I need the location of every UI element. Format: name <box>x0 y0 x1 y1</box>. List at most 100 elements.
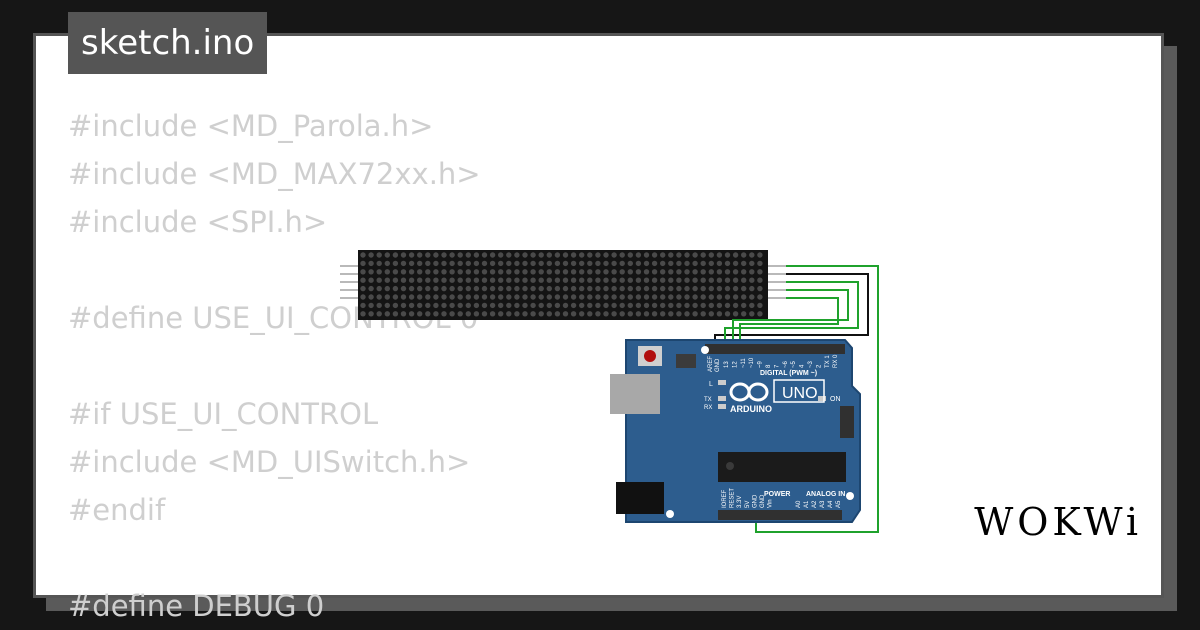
led-dot <box>611 277 617 283</box>
led-dot <box>400 294 407 300</box>
led-dot <box>376 260 382 267</box>
led-dot <box>522 285 528 292</box>
led-dot <box>376 252 382 258</box>
led-dot <box>368 269 374 275</box>
usb-connector <box>610 374 660 414</box>
code-line <box>68 534 481 582</box>
led-dot <box>489 311 496 317</box>
led-dot <box>384 302 390 309</box>
pin-label: A3 <box>820 500 826 508</box>
led-dot <box>384 285 390 292</box>
code-preview: #include <MD_Parola.h>#include <MD_MAX72… <box>68 102 481 630</box>
led-dot <box>579 260 585 267</box>
led-dot <box>635 252 642 258</box>
led-dot <box>408 294 415 300</box>
led-dot <box>700 285 706 292</box>
led-dot <box>360 260 366 267</box>
led-dot <box>668 294 674 300</box>
led-dot <box>708 252 714 258</box>
led-dot <box>538 260 544 267</box>
led-dot <box>651 302 658 309</box>
led-dot <box>400 311 407 317</box>
led-dot <box>635 277 642 283</box>
pin-label: ~3 <box>808 360 814 368</box>
board-model-label: UNO <box>782 385 818 402</box>
led-dot <box>546 269 552 275</box>
led-dot <box>376 277 382 283</box>
led-dot <box>716 269 723 275</box>
led-dot <box>692 294 698 300</box>
led-dot <box>692 269 698 275</box>
led-dot <box>562 260 569 267</box>
wokwi-logo: WOKWi <box>974 500 1142 544</box>
led-dot <box>465 277 471 283</box>
led-dot <box>408 269 415 275</box>
led-dot <box>595 302 601 309</box>
led-dot <box>554 294 561 300</box>
led-dot <box>619 294 625 300</box>
led-dot <box>498 294 504 300</box>
led-dot <box>619 302 625 309</box>
led-dot <box>603 302 609 309</box>
led-dot <box>546 311 552 317</box>
led-dot <box>603 252 609 258</box>
led-dot <box>627 285 633 292</box>
code-line: #include <MD_Parola.h> <box>68 109 434 143</box>
led-dot <box>611 302 617 309</box>
led-dot <box>643 269 650 275</box>
pin-label: GND <box>752 494 758 508</box>
led-dot <box>376 302 382 309</box>
led-dot <box>676 269 682 275</box>
led-dot <box>708 260 714 267</box>
circuit-diagram: UNO ARDUINO DIGITAL (PWM ~) POWER ANALOG… <box>340 250 879 533</box>
led-dot <box>676 294 682 300</box>
led-dot <box>481 302 488 309</box>
led-dot <box>579 302 585 309</box>
led-dot <box>506 302 512 309</box>
led-dot <box>481 252 488 258</box>
led-dot <box>546 277 552 283</box>
led-dot <box>684 302 690 309</box>
led-dot <box>498 277 504 283</box>
led-dot <box>554 285 561 292</box>
led-dot <box>522 294 528 300</box>
led-dot <box>498 269 504 275</box>
led-dot <box>643 277 650 283</box>
led-dot <box>449 285 455 292</box>
led-dot <box>376 311 382 317</box>
led-dot <box>635 311 642 317</box>
led-dot <box>433 269 439 275</box>
led-dot <box>506 252 512 258</box>
led-dot <box>384 269 390 275</box>
led-dot <box>587 311 593 317</box>
led-dot <box>514 294 520 300</box>
digital-label: DIGITAL (PWM ~) <box>760 370 817 377</box>
arduino-uno-board[interactable]: UNO ARDUINO DIGITAL (PWM ~) POWER ANALOG… <box>610 339 861 523</box>
led-dot <box>457 277 463 283</box>
led-dot <box>554 277 561 283</box>
led-dot <box>587 269 593 275</box>
file-tab[interactable]: sketch.ino <box>68 12 268 74</box>
led-matrix[interactable] <box>358 250 768 320</box>
led-dot <box>522 277 528 283</box>
led-dot <box>530 260 536 267</box>
led-dot <box>522 252 528 258</box>
led-dot <box>651 252 658 258</box>
led-dot <box>530 294 536 300</box>
led-dot <box>433 294 439 300</box>
led-dot <box>417 294 423 300</box>
pin-label: 8 <box>766 364 772 368</box>
led-dot <box>635 302 642 309</box>
led-dot <box>498 285 504 292</box>
led-dot <box>611 269 617 275</box>
led-dot <box>514 269 520 275</box>
led-dot <box>660 294 666 300</box>
board-brand-label: ARDUINO <box>730 404 772 414</box>
led-dot <box>425 252 431 258</box>
led-dot <box>660 311 666 317</box>
analog-label: ANALOG IN <box>806 491 845 498</box>
pin-label: RESET <box>730 488 736 508</box>
led-dot <box>732 311 739 317</box>
